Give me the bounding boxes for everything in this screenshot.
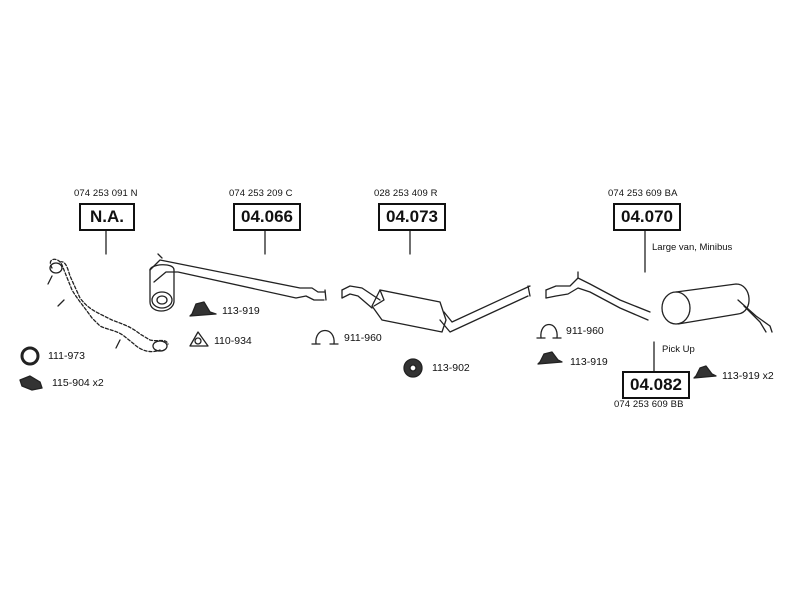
- part-code-box[interactable]: 04.066: [233, 203, 301, 231]
- part-code-box[interactable]: 04.073: [378, 203, 446, 231]
- front-silencer-icon: [149, 253, 327, 312]
- part-code-box[interactable]: N.A.: [79, 203, 135, 231]
- rear-silencer-icon: [545, 271, 773, 333]
- vehicle-note: Large van, Minibus: [652, 242, 733, 253]
- fitting-label: 113-919 x2: [722, 370, 774, 382]
- u-clamp-icon: [311, 329, 339, 345]
- fitting-label: 111-973: [48, 350, 85, 362]
- fitting-label: 911-960: [566, 325, 604, 337]
- fitting-label: 113-919: [570, 356, 608, 368]
- rubber-hanger-icon: [537, 351, 563, 365]
- part-code-box[interactable]: 04.070: [613, 203, 681, 231]
- oem-number: 074 253 209 C: [229, 188, 293, 199]
- part-code-box[interactable]: 04.082: [622, 371, 690, 399]
- oem-number: 028 253 409 R: [374, 188, 438, 199]
- fitting-label: 110-934: [214, 335, 252, 347]
- centre-silencer-icon: [341, 285, 531, 333]
- bracket-icon: [19, 375, 43, 391]
- rubber-hanger-icon: [189, 301, 217, 317]
- oem-number: 074 253 609 BB: [614, 399, 684, 410]
- fitting-label: 115-904 x2: [52, 377, 104, 389]
- vehicle-note: Pick Up: [662, 344, 695, 355]
- rubber-mount-icon: [403, 358, 423, 378]
- flange-gasket-icon: [189, 331, 209, 347]
- fitting-label: 113-919: [222, 305, 260, 317]
- gasket-ring-icon: [20, 346, 40, 366]
- oem-number: 074 253 609 BA: [608, 188, 678, 199]
- rubber-hanger-icon: [693, 365, 717, 379]
- u-clamp-icon: [536, 323, 562, 339]
- front-pipe-icon: [47, 258, 169, 353]
- fitting-label: 113-902: [432, 362, 470, 374]
- fitting-label: 911-960: [344, 332, 382, 344]
- oem-number: 074 253 091 N: [74, 188, 138, 199]
